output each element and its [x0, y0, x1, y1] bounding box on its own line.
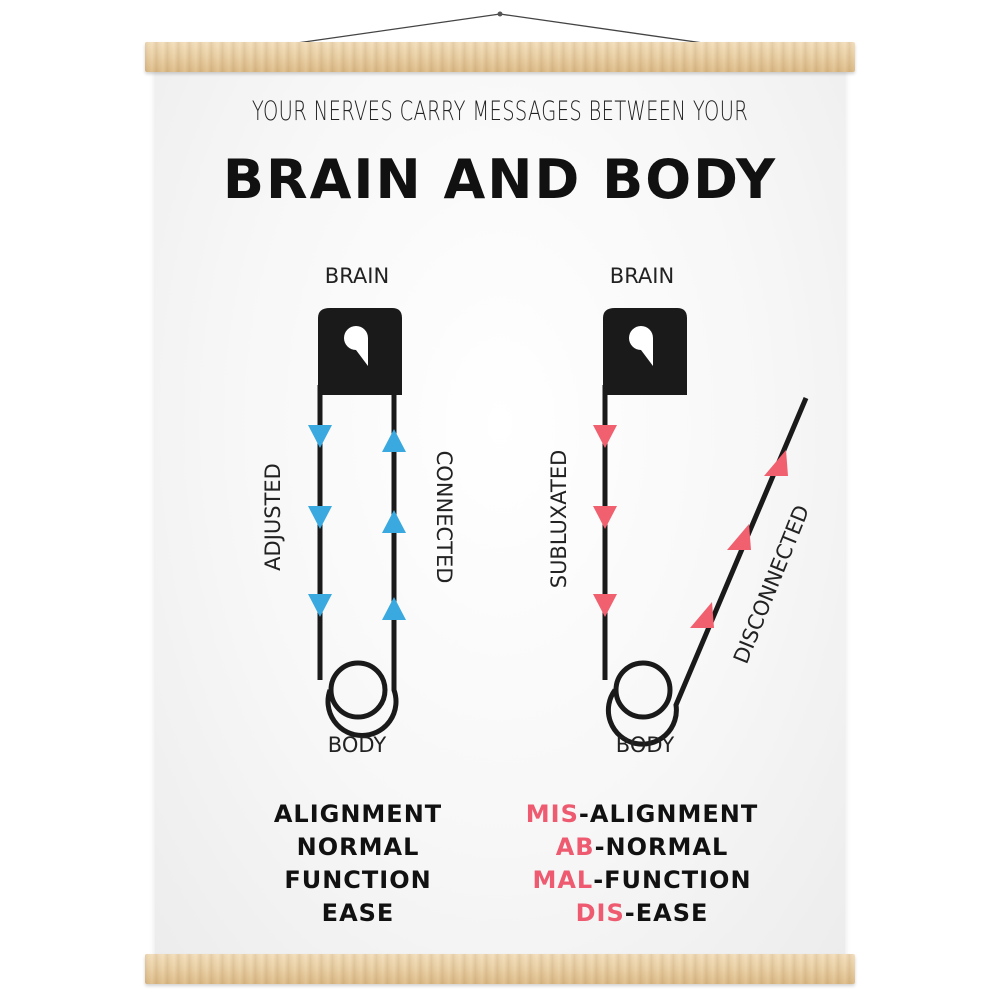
right-safety-pin: BRAIN BODY SUBLUXATED DISCONNECTED — [547, 264, 814, 757]
prefix-ab: AB — [555, 833, 595, 861]
word-dis-ease: DIS-EASE — [575, 899, 709, 927]
poster-sheet — [155, 62, 845, 967]
right-brain-label: BRAIN — [610, 264, 674, 288]
left-pin-up-arrows — [382, 429, 406, 620]
unhealthy-word-list: MIS-ALIGNMENT AB-NORMAL MAL-FUNCTION DIS… — [512, 798, 772, 930]
subluxated-label: SUBLUXATED — [547, 450, 571, 589]
right-pin-down-arrows — [593, 425, 617, 617]
word-function: FUNCTION — [284, 866, 432, 894]
left-pin-coil — [328, 660, 388, 720]
right-pin-up-arrows — [690, 450, 788, 628]
prefix-mal: MAL — [532, 866, 594, 894]
right-pin-head — [603, 308, 687, 395]
prefix-dis: DIS — [575, 899, 625, 927]
top-wooden-hanger — [145, 42, 855, 72]
connected-label: CONNECTED — [432, 451, 456, 584]
right-body-label: BODY — [616, 733, 675, 757]
hanging-string — [289, 11, 711, 45]
adjusted-label: ADJUSTED — [261, 463, 285, 571]
open-pin-wire — [605, 397, 809, 747]
left-brain-label: BRAIN — [325, 264, 389, 288]
word-ab-normal: AB-NORMAL — [555, 833, 729, 861]
healthy-word-list: ALIGNMENT NORMAL FUNCTION EASE — [228, 798, 488, 930]
word-alignment: ALIGNMENT — [273, 800, 443, 828]
right-pin-coil — [613, 660, 673, 720]
word-mal-function: MAL-FUNCTION — [532, 866, 752, 894]
left-pin-down-arrows — [308, 425, 332, 617]
word-ease: EASE — [321, 899, 395, 927]
disconnected-label: DISCONNECTED — [729, 502, 814, 667]
left-body-label: BODY — [328, 733, 387, 757]
left-pin-head — [318, 308, 402, 395]
poster-subtitle: YOUR NERVES CARRY MESSAGES BETWEEN YOUR — [251, 96, 749, 127]
word-mis-alignment: MIS-ALIGNMENT — [525, 800, 759, 828]
word-normal: NORMAL — [296, 833, 420, 861]
bottom-wooden-hanger — [145, 954, 855, 984]
poster-title: BRAIN AND BODY — [222, 148, 778, 211]
left-safety-pin: BRAIN BODY ADJUSTED CONNECTED — [261, 264, 456, 757]
prefix-mis: MIS — [525, 800, 579, 828]
